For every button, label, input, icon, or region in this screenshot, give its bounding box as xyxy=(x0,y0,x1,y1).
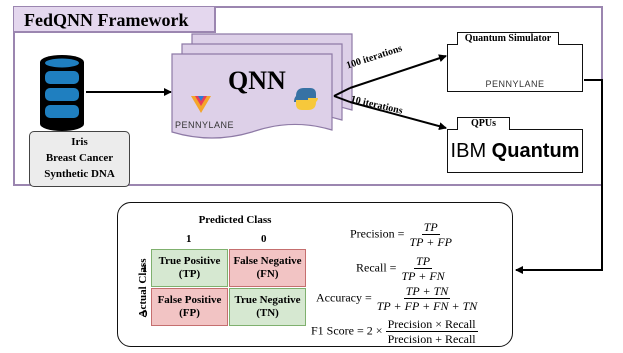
simulator-brand-text: PENNYLANE xyxy=(485,79,545,89)
dataset-breast-cancer: Breast Cancer xyxy=(45,152,114,164)
formula-name: F1 Score xyxy=(311,323,354,338)
denominator: TP + FN xyxy=(401,269,445,283)
ibm-text-plain: IBM xyxy=(450,140,492,162)
framework-title: FedQNN Framework xyxy=(24,10,189,30)
qpus-title: QPUs xyxy=(457,117,510,130)
numerator: TP xyxy=(414,254,433,269)
formula-name: Recall xyxy=(356,260,387,275)
cell-label: True Positive xyxy=(158,255,221,267)
formula-prefix: 2 × xyxy=(366,323,383,338)
qnn-brand-text: PENNYLANE xyxy=(175,120,235,130)
denominator: Precision + Recall xyxy=(387,332,476,346)
row-header-0: 0 xyxy=(142,308,148,320)
numerator: Precision × Recall xyxy=(385,317,478,332)
ibm-quantum-logo-text: IBM Quantum xyxy=(447,140,583,163)
numerator: TP + TN xyxy=(403,284,451,299)
qpus-box xyxy=(447,129,583,173)
confusion-cell-tn: True Negative (TN) xyxy=(229,288,306,326)
column-header-1: 1 xyxy=(186,233,192,245)
formula-name: Precision xyxy=(350,226,395,241)
confusion-cell-fn: False Negative (FN) xyxy=(229,249,306,287)
ibm-text-bold: Quantum xyxy=(491,140,580,162)
cell-abbrev: (FP) xyxy=(179,307,200,319)
cell-abbrev: (TP) xyxy=(178,268,201,280)
quantum-simulator-title: Quantum Simulator xyxy=(457,32,559,45)
pennylane-logo-icon xyxy=(191,96,211,113)
cell-abbrev: (TN) xyxy=(256,307,279,319)
denominator: TP + FP + FN + TN xyxy=(376,299,478,313)
dataset-iris: Iris xyxy=(71,136,88,148)
cell-label: False Positive xyxy=(157,294,222,306)
cell-abbrev: (FN) xyxy=(256,268,279,280)
confusion-cell-fp: False Positive (FP) xyxy=(151,288,228,326)
column-header-0: 0 xyxy=(261,233,267,245)
formula-name: Accuracy xyxy=(316,290,362,305)
qnn-label: QNN xyxy=(228,66,286,95)
cell-label: True Negative xyxy=(234,294,301,306)
python-logo-icon xyxy=(294,88,318,110)
framework-title-tab xyxy=(14,7,216,33)
database-icon xyxy=(40,55,84,131)
predicted-class-label: Predicted Class xyxy=(198,214,272,226)
confusion-cell-tp: True Positive (TP) xyxy=(151,249,228,287)
dataset-synthetic-dna: Synthetic DNA xyxy=(44,168,115,180)
cell-label: False Negative xyxy=(233,255,302,267)
row-header-1: 1 xyxy=(142,263,148,275)
denominator: TP + FP xyxy=(409,235,452,249)
dataset-box xyxy=(29,131,130,187)
numerator: TP xyxy=(421,220,440,235)
